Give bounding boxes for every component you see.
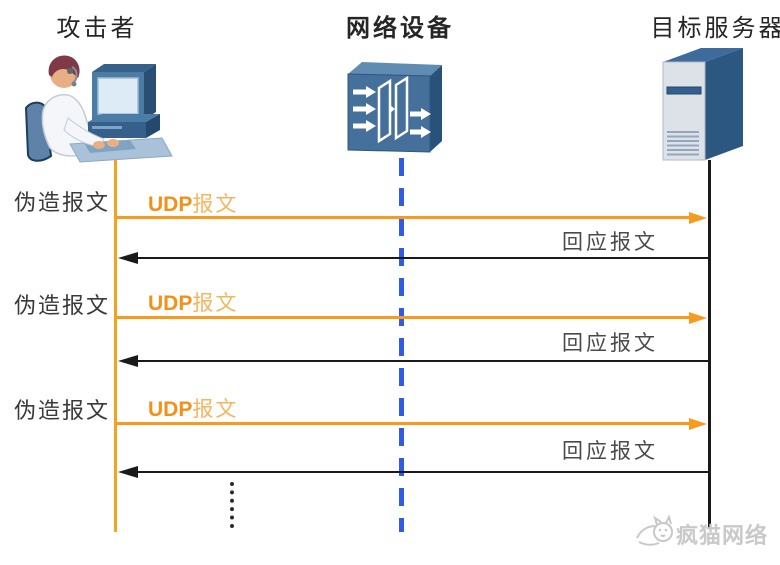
response-packet-label: 回应报文 (562, 439, 658, 463)
udp-packet-label-prefix: UDP (148, 292, 193, 315)
attacker-lifeline (114, 160, 117, 532)
response-packet-label: 回应报文 (562, 331, 658, 355)
udp-packet-label-suffix: 报文 (192, 291, 239, 315)
continuation-ellipsis-icon (230, 482, 234, 528)
udp-request-arrow (116, 311, 707, 324)
udp-packet-label-prefix: UDP (148, 398, 193, 421)
watermark-brand-text: 疯猫网络 (676, 523, 769, 548)
response-arrow (118, 251, 708, 264)
server-tower-icon (662, 48, 743, 161)
udp-packet-label-suffix: 报文 (192, 397, 239, 421)
udp-packet-label: UDP报文 (148, 191, 238, 217)
forged-packet-label: 伪造报文 (13, 190, 110, 215)
udp-packet-label-prefix: UDP (148, 193, 193, 216)
actor-title-network-device: 网络设备 (346, 16, 454, 42)
udp-packet-label-suffix: 报文 (192, 192, 239, 216)
cat-icon (636, 514, 673, 546)
udp-packet-label: UDP报文 (148, 290, 238, 316)
forged-packet-label: 伪造报文 (13, 293, 110, 318)
server-lifeline (708, 160, 711, 528)
actor-title-target-server: 目标服务器 (650, 16, 780, 42)
response-arrow (118, 465, 708, 478)
attacker-at-computer-icon (24, 55, 173, 163)
actor-title-attacker: 攻击者 (56, 16, 138, 42)
response-packet-label: 回应报文 (562, 230, 658, 254)
response-arrow (118, 354, 708, 367)
network-device-lifeline (399, 158, 404, 532)
udp-packet-label: UDP报文 (148, 396, 238, 422)
udp-request-arrow (116, 417, 707, 430)
network-switch-icon (347, 62, 442, 153)
udp-request-arrow (116, 211, 707, 224)
forged-packet-label: 伪造报文 (13, 398, 110, 423)
